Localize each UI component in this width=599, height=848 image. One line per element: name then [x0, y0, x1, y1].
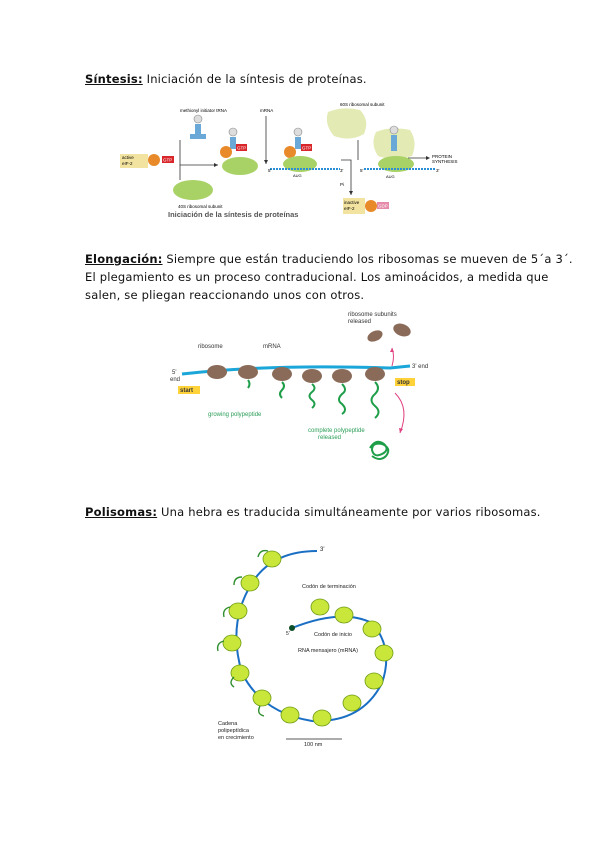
ribosome-icon — [272, 367, 292, 381]
label-gtp-1: GTP — [163, 158, 172, 163]
label-eif2: eIF-2 — [122, 161, 133, 166]
ribosome-icon — [222, 634, 242, 652]
ribosome-icon — [228, 602, 248, 620]
eif2-inactive-icon — [365, 200, 377, 212]
trna-icon — [190, 114, 206, 139]
label-rna: RNA mensajero (mRNA) — [298, 648, 358, 654]
heading-sintesis: Síntesis: — [85, 72, 143, 86]
ribosome-icon — [207, 365, 227, 379]
label-crecimiento: en crecimiento — [218, 735, 254, 741]
ribosome-icon — [312, 709, 332, 727]
ribosome-row — [207, 365, 385, 383]
ribosome-icon — [280, 706, 300, 724]
label-start-codon: Codón de inicio — [314, 632, 352, 638]
ribosome-icon — [240, 574, 260, 592]
ribosome-icon — [362, 620, 382, 638]
paragraph-polisomas: Polisomas: Una hebra es traducida simult… — [85, 503, 541, 521]
label-3-2: 3' — [436, 168, 440, 173]
eif2-icon — [148, 154, 160, 166]
growing-chains — [216, 549, 269, 717]
label-stop: stop — [397, 380, 410, 386]
ribosome-icon — [230, 664, 250, 682]
start-marker — [178, 386, 200, 394]
label-protein: PROTEIN — [432, 154, 452, 159]
heading-elongacion: Elongación: — [85, 252, 163, 266]
label-scale: 100 nm — [304, 742, 323, 748]
label-5-end-a: 5' — [172, 370, 176, 376]
complex-icon: GTP — [220, 127, 258, 175]
text-elongacion-2: El plegamiento es un proceso contraducio… — [85, 270, 549, 284]
label-growing: growing polypeptide — [208, 412, 262, 418]
active-eif2-box — [120, 154, 148, 168]
caption-initiation: Iniciación de la síntesis de proteínas — [168, 210, 298, 218]
ribosome-icon — [332, 369, 352, 383]
text-elongacion-3: salen, se pliegan reaccionando unos con … — [85, 288, 365, 302]
label-mrna-top: mRNA — [260, 108, 273, 113]
ribosome-icon — [310, 598, 330, 616]
gtp-badge — [162, 156, 174, 163]
60s-subunit-icon — [326, 108, 367, 139]
label-polipeptidica: polipeptídica — [218, 728, 250, 734]
ribosome-icon — [364, 672, 384, 690]
ribosome-icon — [342, 694, 362, 712]
label-aug-2: AUG — [386, 174, 395, 179]
ribosome-icon — [334, 606, 354, 624]
paragraph-elongacion: Elongación: Siempre que están traduciend… — [85, 250, 573, 304]
ribosome-icon — [252, 689, 272, 707]
polysome-ribosomes — [222, 550, 394, 727]
figure-initiation: methionyl initiator tRNA mRNA 60S riboso… — [120, 102, 458, 218]
figure-elongation: ribosome subunits released ribosome mRNA… — [170, 312, 428, 460]
heading-polisomas: Polisomas: — [85, 505, 158, 519]
mrna-5-end-icon — [289, 625, 295, 631]
text-polisomas: Una hebra es traducida simultáneamente p… — [157, 505, 541, 519]
figure-polysome: 3' 5' Codón de terminación Codón de inic… — [216, 547, 394, 748]
label-eif2-inactive: eIF-2 — [344, 206, 355, 211]
label-40s: 40S ribosomal subunit — [178, 204, 223, 209]
label-3-1: 3' — [340, 168, 344, 173]
label-methionyl: methionyl initiator tRNA — [180, 108, 227, 113]
label-5-1: 5' — [268, 168, 272, 173]
text-elongacion-1: Siempre que están traduciendo los riboso… — [162, 252, 573, 266]
released-subunit-icon — [367, 330, 383, 342]
label-gtp-3: GTP — [302, 146, 311, 151]
gdp-badge — [377, 202, 389, 209]
scanning-complex-icon: GTP — [283, 127, 317, 172]
40s-subunit-icon — [173, 180, 213, 200]
folded-protein-icon — [369, 440, 390, 460]
inactive-eif2-box — [343, 198, 365, 214]
ribosome-icon — [302, 369, 322, 383]
ribosome-icon — [262, 550, 282, 568]
label-5-end-b: end — [170, 377, 180, 383]
label-60s: 60S ribosomal subunit — [340, 102, 385, 107]
label-cadena: Cadena — [218, 721, 238, 727]
label-ribosome-subunits: ribosome subunits — [348, 312, 397, 318]
label-inactive: inactive — [344, 200, 360, 205]
released-subunit-icon — [393, 323, 411, 337]
ribosome-80s-icon — [373, 125, 415, 172]
label-3-polysome: 3' — [320, 547, 324, 553]
label-5-polysome: 5' — [286, 631, 290, 637]
label-complete: complete polypeptide — [308, 428, 365, 434]
label-start: start — [180, 388, 193, 394]
label-gtp-2: GTP — [237, 146, 246, 151]
label-termination: Codón de terminación — [302, 584, 356, 590]
ribosome-icon — [238, 365, 258, 379]
label-ribosome: ribosome — [198, 344, 223, 350]
label-synthesis: SYNTHESIS — [432, 159, 458, 164]
polypeptide-chains — [247, 379, 380, 419]
label-pi: Pi — [340, 182, 344, 187]
text-sintesis: Iniciación de la síntesis de proteínas. — [142, 72, 367, 86]
label-mrna: mRNA — [263, 344, 281, 350]
label-5-2: 5' — [360, 168, 364, 173]
paragraph-sintesis: Síntesis: Iniciación de la síntesis de p… — [85, 70, 367, 88]
label-subunits-released: released — [348, 319, 371, 325]
stop-marker — [395, 378, 415, 386]
label-complete-released: released — [318, 435, 341, 441]
ribosome-icon — [365, 367, 385, 381]
label-active: active — [122, 155, 134, 160]
label-aug-1: AUG — [293, 173, 302, 178]
label-3-end: 3' end — [412, 364, 428, 370]
ribosome-icon — [374, 644, 394, 662]
label-gdp: GDP — [378, 204, 388, 209]
